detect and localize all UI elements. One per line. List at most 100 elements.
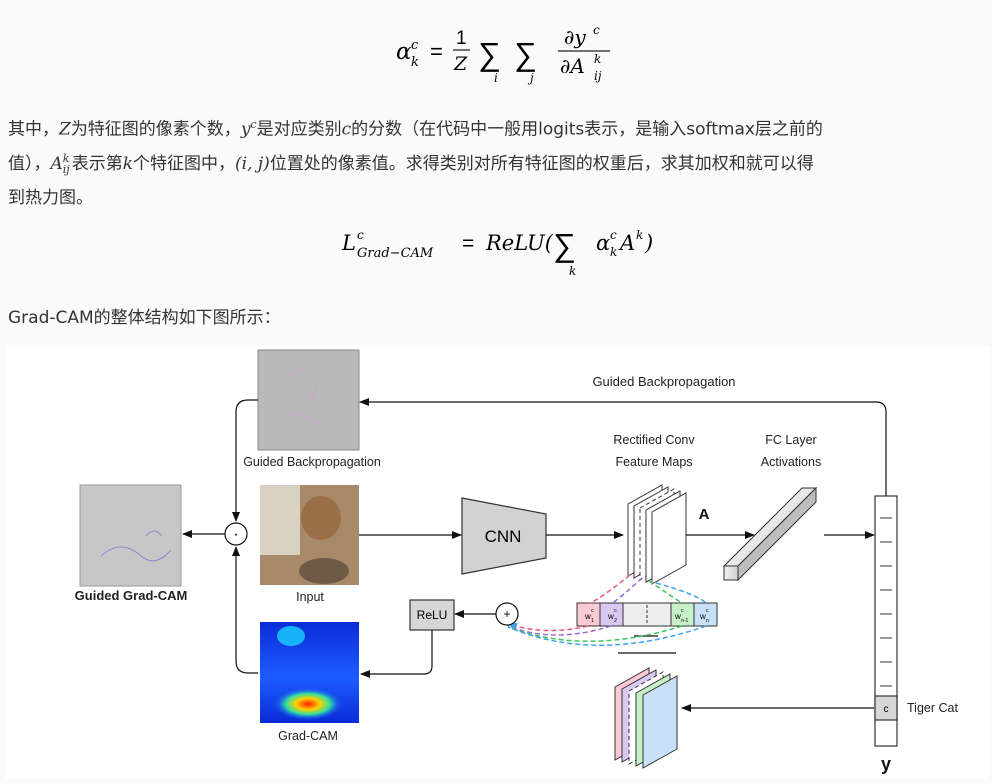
multiply-symbol: · xyxy=(233,526,238,543)
eq1-sum-j: ∑ xyxy=(514,36,537,72)
fc-layer-label-1: FC Layer xyxy=(765,433,816,447)
fc-layer-label-2: Activations xyxy=(761,455,821,469)
weight-w2-sub: 2 xyxy=(614,618,617,624)
math-A-sub: ij xyxy=(62,162,70,176)
fc-layer-bar xyxy=(722,486,818,582)
backprop-to-multiply-arrow xyxy=(232,399,258,522)
eq2-sum: ∑ xyxy=(553,227,576,263)
explanation-paragraph: 其中，Z为特征图的像素个数，yc是对应类别c的分数（在代码中一般用logits表… xyxy=(8,108,984,215)
math-c: c xyxy=(341,119,352,140)
weight-w2-sup: c xyxy=(614,608,617,614)
math-k: k xyxy=(122,153,134,174)
eq1-partial-A-sup: k xyxy=(594,52,601,66)
weight-w2: w xyxy=(607,612,614,621)
eq2-alpha: α xyxy=(596,231,610,255)
weight-wn1-sup: c xyxy=(681,608,684,614)
output-y-label: y xyxy=(881,754,891,774)
weight-link-3 xyxy=(648,580,683,604)
guided-backprop-path xyxy=(359,398,887,496)
alpha-weight-equation: α c k = 1 Z ∑ i ∑ j ∂y c ∂A k ij xyxy=(396,23,610,85)
math-Z: Z xyxy=(59,119,71,140)
eq1-sum-i-index: i xyxy=(494,71,498,85)
para-text: 的分数（在代码中一般用logits表示，是输入softmax层之前的 xyxy=(351,119,823,140)
cnn-block xyxy=(461,497,547,575)
feature-maps-stack xyxy=(627,484,687,585)
eq1-partial-A-sub: ij xyxy=(594,69,602,83)
guided-gradcam-trace xyxy=(100,530,172,562)
eq2-L: L xyxy=(341,231,356,255)
eq1-partial-A: ∂A xyxy=(560,54,585,78)
backprop-edge-trace xyxy=(280,369,327,429)
para-text: 个特征图中， xyxy=(133,153,236,174)
eq1-partial-y: ∂y xyxy=(564,25,586,49)
math-ij: (i, j) xyxy=(235,153,270,174)
math-y-sup: c xyxy=(250,118,257,131)
weight-wn-sup: c xyxy=(706,608,709,614)
rectified-conv-label-1: Rectified Conv xyxy=(613,433,695,447)
weight-wn1: w xyxy=(674,612,681,621)
para-line-3: 到热力图。 xyxy=(8,187,93,208)
output-vector xyxy=(874,495,898,747)
tiger-cat-label: Tiger Cat xyxy=(907,701,958,715)
eq1-equals: = xyxy=(430,39,443,64)
guided-gradcam-label: Guided Grad-CAM xyxy=(75,588,188,603)
activation-A-label: A xyxy=(699,506,710,523)
guided-backprop-path-label: Guided Backpropagation xyxy=(592,374,735,389)
eq2-sum-k: k xyxy=(569,264,576,278)
eq1-one: 1 xyxy=(456,28,467,49)
gradcam-to-multiply-arrow xyxy=(232,546,258,674)
weighted-sum-link-4 xyxy=(507,625,707,646)
gradcam-label: Grad-CAM xyxy=(278,729,338,743)
eq1-partial-y-sup: c xyxy=(593,23,600,37)
input-cat xyxy=(299,558,349,584)
input-label: Input xyxy=(296,590,324,604)
eq2-equals: = xyxy=(462,232,474,255)
math-y: y xyxy=(240,119,251,140)
eq2-L-sub: Grad−CAM xyxy=(357,246,434,261)
math-A-sup: k xyxy=(62,151,70,165)
input-window xyxy=(260,485,300,555)
eq2-A-sup: k xyxy=(636,228,643,242)
plus-symbol: + xyxy=(503,607,510,621)
heatmap-hotspot xyxy=(274,688,342,720)
figure-intro: Grad-CAM的整体结构如下图所示： xyxy=(8,308,281,328)
eq2-alpha-sub: k xyxy=(610,245,617,259)
weight-w1-sub: 1 xyxy=(591,618,594,624)
weight-w1-sup: c xyxy=(591,608,594,614)
para-text: 为特征图的像素个数， xyxy=(70,119,241,140)
weight-wn1-sub: n-1 xyxy=(681,618,688,624)
class-c-cell: c xyxy=(884,704,889,715)
para-text: 值）， xyxy=(8,153,51,174)
eq1-alpha: α xyxy=(396,39,412,65)
eq1-sum-i: ∑ xyxy=(478,36,501,72)
weighted-sum-link-1 xyxy=(507,622,589,632)
eq2-relu: ReLU( xyxy=(485,231,554,255)
cnn-label: CNN xyxy=(485,527,522,546)
relu-block xyxy=(409,599,455,631)
gradcam-equation: L c Grad−CAM = ReLU( ∑ k α c k A k ) xyxy=(341,227,653,278)
eq1-Z: Z xyxy=(453,53,468,75)
guided-gradcam-image xyxy=(79,484,182,587)
relu-label: ReLU xyxy=(417,608,448,622)
weight-link-2 xyxy=(611,577,643,604)
eq2-alpha-sup: c xyxy=(610,228,617,242)
relu-to-gradcam-arrow xyxy=(360,630,433,678)
guided-backprop-image-label: Guided Backpropagation xyxy=(243,455,381,469)
para-text: 位置处的像素值。求得类别对所有特征图的权重后，求其加权和就可以得 xyxy=(269,153,814,174)
math-A: A xyxy=(50,153,63,174)
heatmap-spot-upper xyxy=(277,626,305,646)
para-line-1: 其中，Z为特征图的像素个数，yc是对应类别c的分数（在代码中一般用logits表… xyxy=(8,108,984,147)
weight-wn-sub: n xyxy=(706,618,709,624)
eq1-alpha-sub: k xyxy=(411,55,419,70)
eq2-A: A xyxy=(618,231,635,255)
para-text: 其中， xyxy=(8,119,59,140)
weights-vector xyxy=(576,602,718,627)
para-text: 是对应类别 xyxy=(256,119,342,140)
weight-link-4 xyxy=(655,582,707,604)
weight-link-1 xyxy=(588,574,631,604)
gradient-maps-stack xyxy=(614,667,678,769)
weight-w1: w xyxy=(584,612,591,621)
guided-backprop-image xyxy=(257,349,360,451)
